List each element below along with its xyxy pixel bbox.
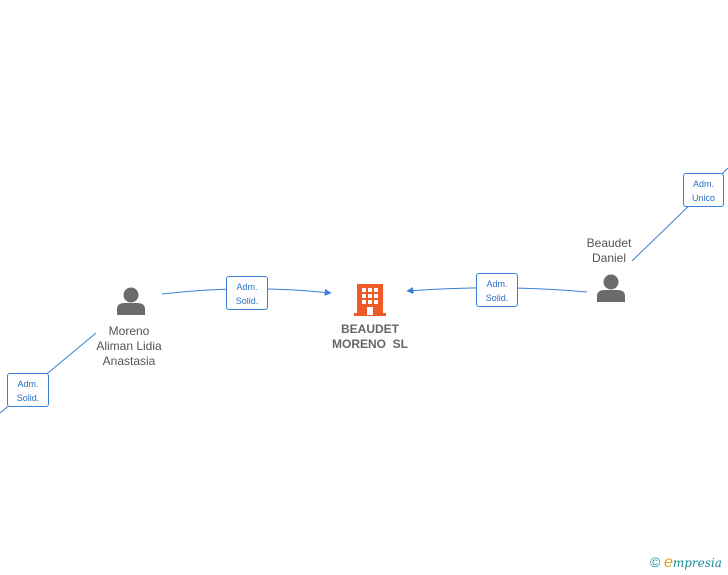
person-name-line: Daniel [591,251,627,265]
copyright-symbol: © [650,554,661,570]
edge-label-moreno-offscreen[interactable]: Adm. Solid. [7,373,49,407]
brand-initial: e [663,554,673,571]
edge-label-moreno-company[interactable]: Adm. Solid. [226,276,268,310]
person-name-line: Anastasia [102,354,156,368]
building-icon[interactable] [354,284,386,316]
edge-role-line: Adm. [486,279,508,289]
edge-role-line: Adm. [236,282,258,292]
person-name-line: Moreno [108,324,150,338]
person-name-line: Aliman Lidia [96,339,162,353]
company-label[interactable]: BEAUDET MORENO SL [320,322,420,352]
edge-role-line: Solid. [235,296,259,306]
edge-role-line: Adm. [17,379,39,389]
edge-label-beaudet-company[interactable]: Adm. Solid. [476,273,518,307]
company-name-line2: MORENO SL [331,337,408,351]
person-icon[interactable] [597,274,625,303]
person-icon[interactable] [117,287,145,316]
company-name-line1: BEAUDET [340,322,399,336]
brand-name: mpresia [672,556,722,570]
edge-role-line: Unico [691,193,715,203]
person-label-beaudet[interactable]: Beaudet Daniel [569,236,649,266]
empresia-watermark: © empresia [650,554,722,574]
edge-role-line: Solid. [485,293,509,303]
edge-role-line: Adm. [692,179,714,189]
person-name-line: Beaudet [586,236,632,250]
edge-role-line: Solid. [16,393,40,403]
edge-label-beaudet-offscreen[interactable]: Adm. Unico [683,173,724,207]
person-label-moreno[interactable]: Moreno Aliman Lidia Anastasia [84,324,174,369]
